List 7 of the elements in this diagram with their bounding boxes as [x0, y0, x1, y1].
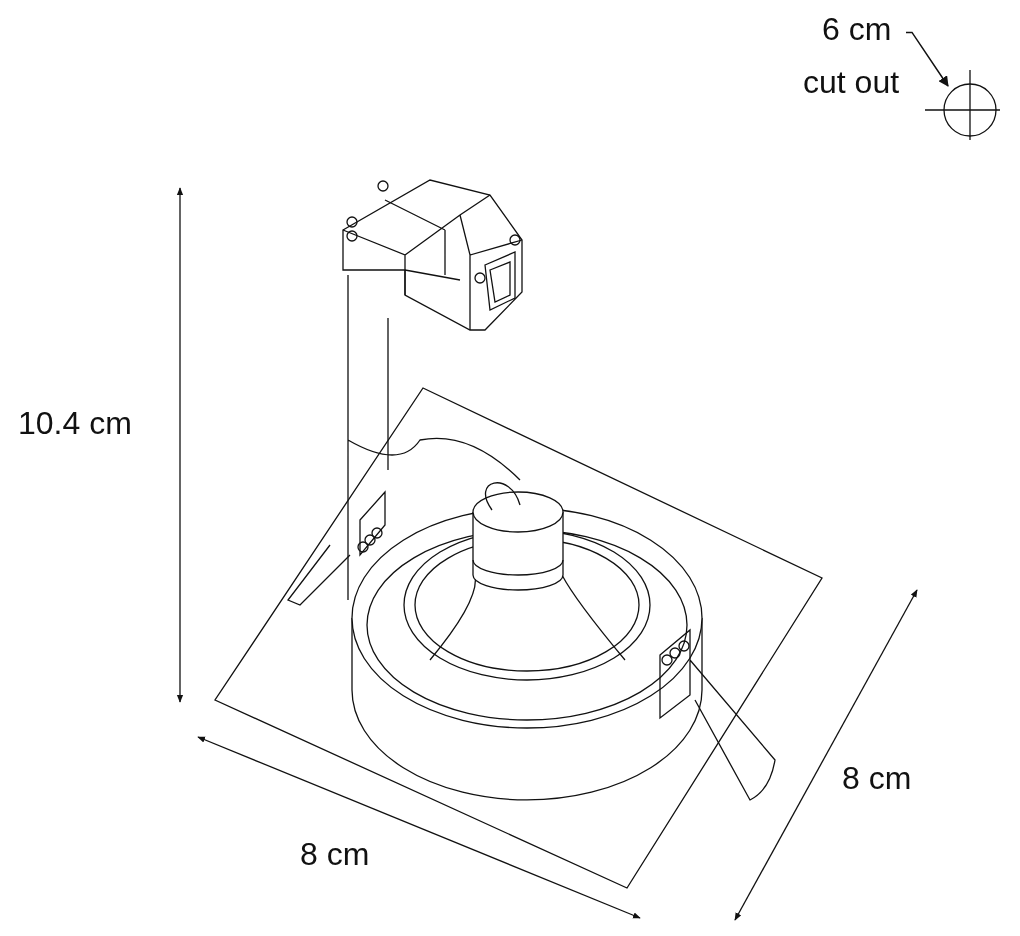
dimension-text: 8 cm	[300, 838, 370, 870]
dimension-text: 8 cm	[842, 762, 912, 794]
leader-line	[905, 31, 949, 87]
dimension-text: 6 cm	[822, 12, 906, 46]
cut-out-circle	[943, 83, 997, 137]
dimension-text: 10.4 cm	[18, 407, 132, 439]
label-text: cut out	[803, 66, 900, 98]
